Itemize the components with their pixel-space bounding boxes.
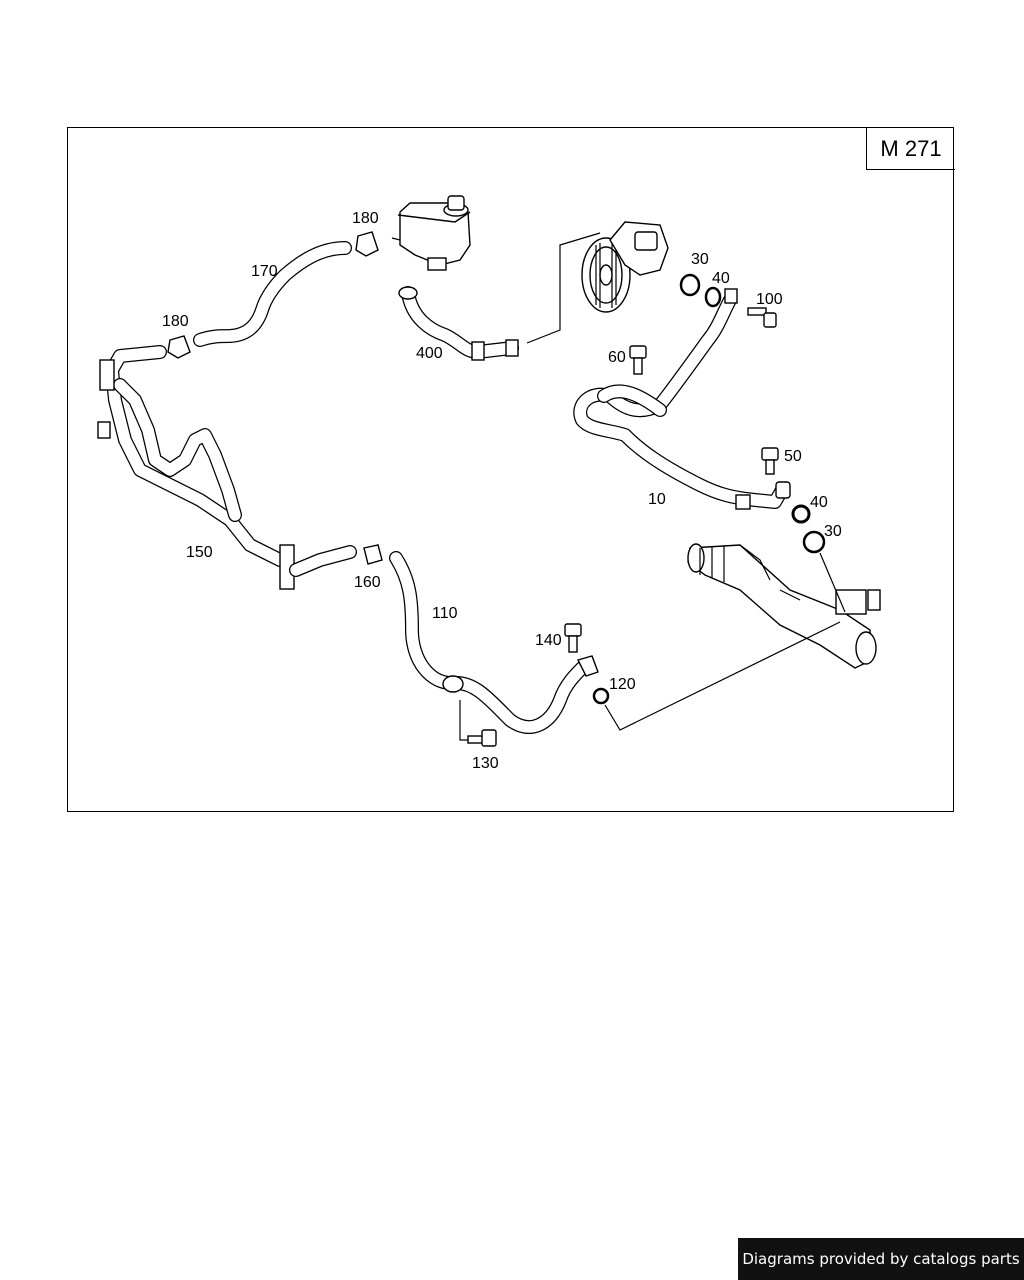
hose-400 [398, 286, 519, 361]
model-code-badge: M 271 [866, 128, 955, 170]
bolt-130 [467, 729, 497, 747]
leader-pump-400 [526, 232, 601, 344]
callout-150: 150 [186, 544, 213, 561]
callout-10: 10 [648, 491, 666, 508]
callout-130: 130 [472, 755, 499, 772]
bolt-100 [747, 307, 777, 328]
callout-40-top: 40 [712, 270, 730, 287]
footer-credit: Diagrams provided by catalogs parts [738, 1238, 1024, 1280]
clamp-160 [363, 544, 383, 565]
callout-140: 140 [535, 632, 562, 649]
callout-60: 60 [608, 349, 626, 366]
seal-ring-40-top [704, 286, 722, 308]
callout-170: 170 [251, 263, 278, 280]
callout-180-upper: 180 [352, 210, 379, 227]
callout-120: 120 [609, 676, 636, 693]
bolt-60 [629, 345, 647, 375]
leader-120-gear [604, 621, 841, 731]
callout-180-lower: 180 [162, 313, 189, 330]
seal-ring-30-lower [802, 530, 826, 554]
cooler-line-150 [97, 345, 357, 590]
seal-ring-40-lower [791, 504, 811, 524]
callout-50: 50 [784, 448, 802, 465]
reservoir [391, 195, 471, 271]
steering-gear [687, 543, 881, 669]
leader-30-gear [819, 552, 846, 613]
hose-170 [193, 241, 352, 347]
hose-110 [389, 551, 599, 735]
callout-160: 160 [354, 574, 381, 591]
callout-400: 400 [416, 345, 443, 362]
bolt-50 [761, 447, 779, 475]
callout-100: 100 [756, 291, 783, 308]
clamp-180-lower [167, 335, 191, 359]
pressure-hose-10 [573, 288, 791, 510]
power-steering-pump [581, 221, 669, 313]
callout-40-lower: 40 [810, 494, 828, 511]
callout-30-lower: 30 [824, 523, 842, 540]
callout-30-top: 30 [691, 251, 709, 268]
callout-110: 110 [432, 605, 458, 622]
bolt-140 [564, 623, 582, 653]
leader-130 [459, 700, 468, 741]
seal-ring-30-top [679, 273, 701, 297]
clamp-180-upper [355, 231, 379, 257]
seal-ring-120 [592, 687, 610, 705]
